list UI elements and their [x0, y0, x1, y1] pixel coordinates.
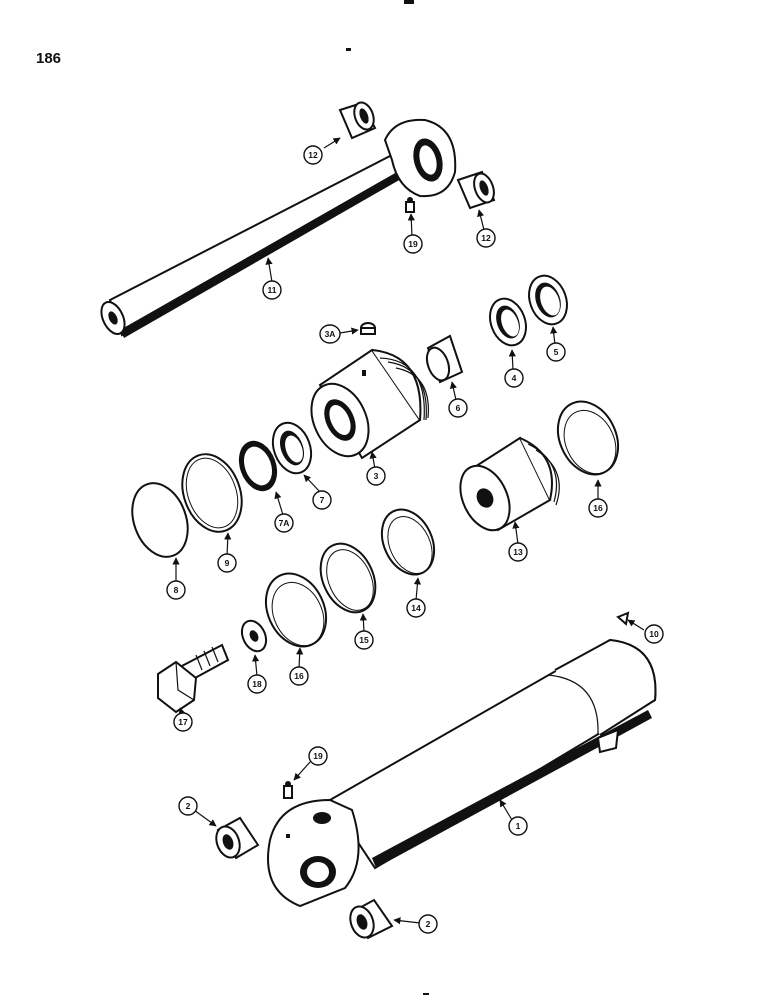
- cylinder-barrel: [267, 638, 657, 908]
- o-ring: [131, 482, 189, 558]
- piston: [459, 436, 560, 532]
- callout-15: 15: [354, 630, 374, 650]
- washer: [240, 619, 268, 653]
- svg-text:12: 12: [481, 233, 491, 243]
- svg-text:18: 18: [252, 679, 262, 689]
- page-number: 186: [36, 50, 62, 67]
- rod-seal: [528, 274, 568, 326]
- leader-lines: [172, 137, 645, 925]
- wear-ring-lower: [264, 572, 328, 648]
- svg-text:12: 12: [308, 150, 318, 160]
- callout-14: 14: [406, 598, 426, 618]
- grease-fitting-top: [405, 197, 415, 213]
- svg-text:2: 2: [186, 801, 191, 811]
- svg-text:4: 4: [512, 373, 517, 383]
- grease-fitting-bottom: [283, 781, 293, 799]
- callout-19-top: 19: [403, 234, 423, 254]
- gland-seal: [271, 421, 313, 475]
- callout-13: 13: [508, 542, 528, 562]
- svg-text:7: 7: [320, 495, 325, 505]
- piston-seal: [380, 508, 436, 576]
- callout-9: 9: [217, 553, 237, 573]
- callout-6: 6: [448, 398, 468, 418]
- callout-16-upper: 16: [588, 498, 608, 518]
- callout-12-top: 12: [303, 145, 323, 165]
- callout-3a: 3A: [319, 324, 341, 344]
- callout-2-bottom: 2: [418, 914, 438, 934]
- callout-16-lower: 16: [289, 666, 309, 686]
- callout-19-bottom: 19: [308, 746, 328, 766]
- vent-plug: [616, 611, 630, 626]
- svg-text:6: 6: [456, 403, 461, 413]
- backup-washer: [238, 440, 278, 492]
- svg-text:17: 17: [178, 717, 188, 727]
- svg-text:3A: 3A: [325, 329, 336, 339]
- callout-3: 3: [366, 466, 386, 486]
- rod-bushing-top: [338, 101, 377, 140]
- wiper: [425, 334, 464, 384]
- callout-12-right: 12: [476, 228, 496, 248]
- wear-ring-upper: [556, 400, 620, 476]
- svg-text:19: 19: [313, 751, 323, 761]
- svg-text:8: 8: [174, 585, 179, 595]
- svg-text:14: 14: [411, 603, 421, 613]
- svg-text:1: 1: [516, 821, 521, 831]
- svg-text:10: 10: [649, 629, 659, 639]
- svg-text:11: 11: [268, 285, 277, 295]
- svg-text:2: 2: [426, 919, 431, 929]
- svg-text:7A: 7A: [279, 518, 290, 528]
- svg-text:9: 9: [225, 558, 230, 568]
- callout-7: 7: [312, 490, 332, 510]
- svg-text:3: 3: [374, 471, 379, 481]
- svg-text:19: 19: [408, 239, 418, 249]
- plug: [360, 322, 376, 335]
- callout-1: 1: [508, 816, 528, 836]
- bolt: [157, 643, 230, 714]
- print-marks: [346, 0, 429, 995]
- gland: [310, 348, 429, 460]
- barrel-bushing-bottom: [349, 898, 394, 940]
- piston-rod: [100, 118, 457, 338]
- rod-bushing-right: [456, 170, 496, 210]
- backup-ring: [489, 297, 527, 347]
- callout-18: 18: [247, 674, 267, 694]
- callout-2-left: 2: [178, 796, 198, 816]
- callout-11: 11: [262, 280, 282, 300]
- piston-seal-ring: [319, 542, 377, 614]
- callout-7a: 7A: [274, 513, 294, 533]
- callout-4: 4: [504, 368, 524, 388]
- barrel-bushing-left: [215, 816, 260, 860]
- svg-text:16: 16: [294, 671, 304, 681]
- svg-text:5: 5: [554, 347, 559, 357]
- svg-text:15: 15: [359, 635, 369, 645]
- backup-ring-large: [181, 453, 243, 533]
- callout-5: 5: [546, 342, 566, 362]
- svg-text:16: 16: [593, 503, 603, 513]
- callout-10: 10: [644, 624, 664, 644]
- callout-17: 17: [173, 712, 193, 732]
- svg-text:13: 13: [513, 547, 523, 557]
- callout-8: 8: [166, 580, 186, 600]
